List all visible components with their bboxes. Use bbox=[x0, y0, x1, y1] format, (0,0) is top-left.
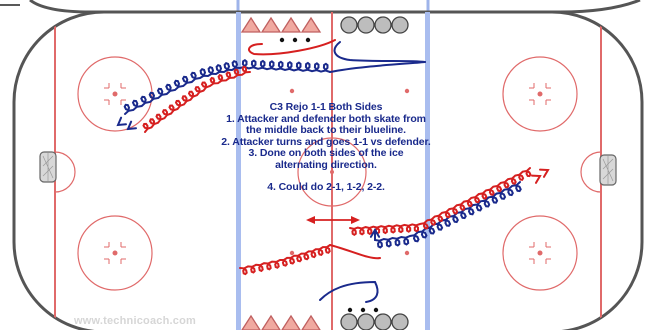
circle-icon bbox=[340, 16, 358, 34]
arrow-icon bbox=[126, 120, 137, 131]
instruction-line: 3. Done on both sides of the ice bbox=[248, 147, 404, 159]
defenders-bottom bbox=[340, 313, 409, 330]
circle-icon bbox=[374, 16, 392, 34]
attackers-bottom bbox=[241, 314, 321, 330]
instruction-line: alternating direction. bbox=[275, 158, 377, 171]
faceoff-circle-bottom-left bbox=[77, 215, 153, 291]
double-arrow-icon bbox=[306, 216, 360, 224]
puck-dot-icon bbox=[360, 307, 366, 313]
defender-path-top bbox=[247, 39, 336, 56]
puck-dot-icon bbox=[347, 307, 353, 313]
triangle-icon bbox=[240, 16, 262, 33]
watermark: www.technicoach.com bbox=[74, 315, 196, 327]
right-net-icon bbox=[599, 154, 617, 186]
puck-dot-icon bbox=[305, 37, 311, 43]
faceoff-circle-bottom-right bbox=[502, 215, 578, 291]
triangle-icon bbox=[261, 314, 281, 330]
defender-loop-path bbox=[349, 167, 532, 237]
triangle-icon bbox=[241, 314, 261, 330]
instruction-line: 2. Attacker turns and goes 1-1 vs defend… bbox=[221, 135, 431, 148]
triangle-icon bbox=[281, 314, 301, 330]
circle-icon bbox=[357, 313, 375, 330]
circle-icon bbox=[391, 313, 409, 330]
arrow-icon bbox=[531, 174, 542, 184]
defender-loop-path bbox=[142, 65, 251, 133]
faceoff-circle-top-left bbox=[77, 56, 153, 132]
arrow-icon bbox=[539, 168, 550, 178]
upper-rink-fragment bbox=[29, 0, 641, 14]
triangle-icon bbox=[260, 16, 282, 33]
attackers-top bbox=[240, 16, 322, 33]
left-net-icon bbox=[39, 151, 57, 183]
triangle-icon bbox=[300, 16, 322, 33]
instruction-line: the middle back to their blueline. bbox=[246, 124, 406, 136]
drill-title: C3 Rejo 1-1 Both Sides bbox=[269, 101, 383, 113]
pucks-top bbox=[279, 37, 311, 43]
circle-icon bbox=[340, 313, 358, 330]
attacker-loop-path bbox=[123, 58, 331, 115]
triangle-icon bbox=[301, 314, 321, 330]
attacker-path-top bbox=[333, 41, 426, 63]
circle-icon bbox=[391, 16, 409, 34]
triangle-icon bbox=[280, 16, 302, 33]
pucks-bottom bbox=[347, 307, 379, 313]
puck-dot-icon bbox=[292, 37, 298, 43]
puck-dot-icon bbox=[279, 37, 285, 43]
drill-description: C3 Rejo 1-1 Both Sides 1. Attacker and d… bbox=[190, 101, 462, 194]
variation-line: 4. Could do 2-1, 1-2, 2-2. bbox=[267, 181, 385, 193]
circle-icon bbox=[357, 16, 375, 34]
arrow-icon bbox=[116, 116, 127, 127]
defender-loop-path bbox=[239, 244, 331, 276]
attacker-path-bottom bbox=[319, 280, 379, 303]
faceoff-circle-top-right bbox=[502, 56, 578, 132]
circle-icon bbox=[374, 313, 392, 330]
puck-dot-icon bbox=[373, 307, 379, 313]
arrow-icon bbox=[369, 228, 381, 238]
defender-path-bottom bbox=[329, 244, 381, 260]
attacker-path-top bbox=[329, 61, 426, 73]
defenders-top bbox=[340, 16, 409, 34]
instruction-line: 1. Attacker and defender both skate from bbox=[226, 112, 426, 125]
